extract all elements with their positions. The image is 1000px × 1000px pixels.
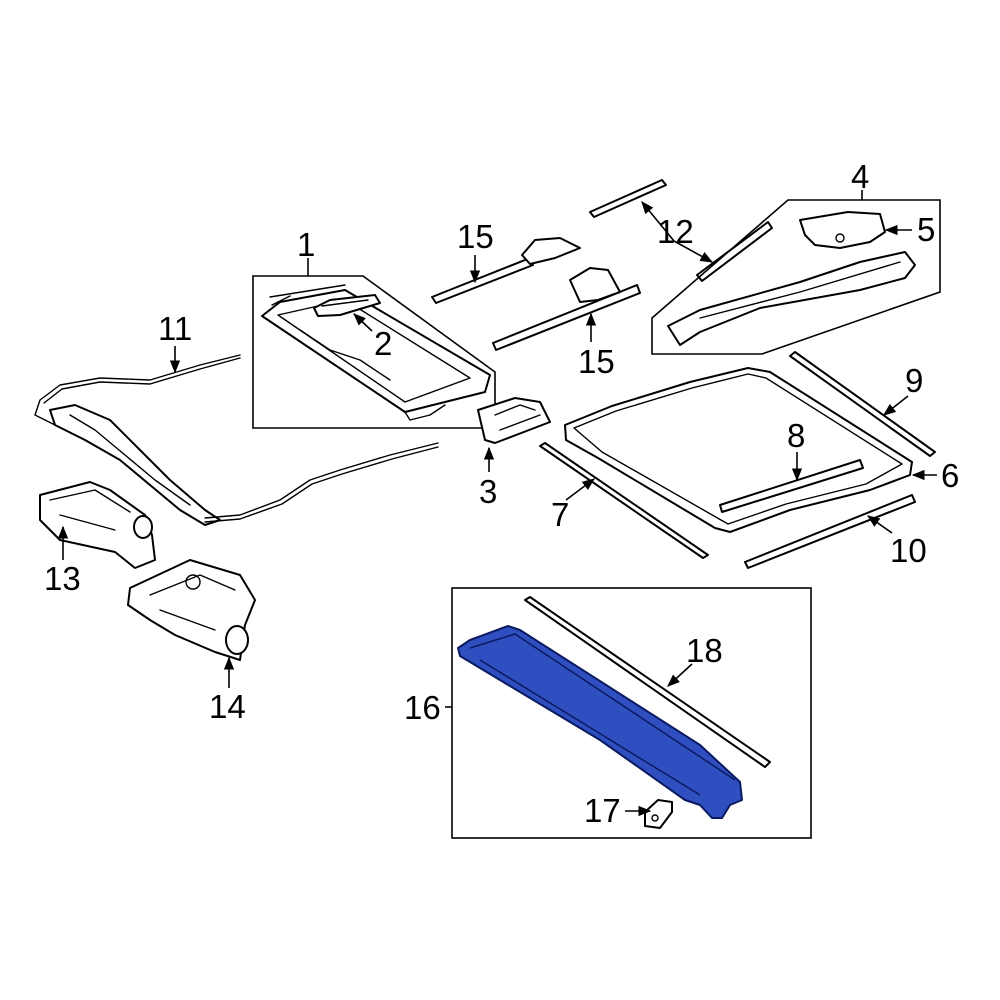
callout-17: 17	[584, 792, 621, 829]
part-9-seal-strip[interactable]	[789, 351, 936, 457]
callout-labels: 1 2 3 4 5 6 7 8 9 10 11 12 13 14 15 15 1…	[44, 158, 959, 829]
part-18-strip[interactable]	[524, 596, 771, 768]
callout-2: 2	[374, 325, 392, 362]
callout-15-lower: 15	[578, 343, 615, 380]
part-14-motor[interactable]	[127, 559, 256, 661]
part-15-guide-upper[interactable]	[431, 237, 581, 304]
callout-5: 5	[917, 211, 935, 248]
callout-12: 12	[657, 213, 694, 250]
callout-6: 6	[941, 457, 959, 494]
callout-8: 8	[787, 417, 805, 454]
part-2-seal[interactable]	[313, 294, 381, 317]
callout-14: 14	[209, 688, 246, 725]
part-7-seal-strip[interactable]	[539, 442, 709, 559]
part-5-slider[interactable]	[799, 211, 886, 249]
callout-3: 3	[479, 473, 497, 510]
callout-10: 10	[890, 532, 927, 569]
part-12-strips[interactable]	[589, 179, 773, 282]
callout-16: 16	[404, 689, 441, 726]
callout-15-upper: 15	[457, 218, 494, 255]
callout-9: 9	[905, 362, 923, 399]
callout-11: 11	[158, 310, 192, 347]
part-16-sunshade-assembly[interactable]	[451, 587, 812, 839]
part-10-seal-strip[interactable]	[744, 494, 916, 569]
part-13-motor[interactable]	[39, 481, 156, 569]
part-17-clip[interactable]	[644, 799, 673, 829]
callout-1: 1	[297, 226, 315, 263]
part-11-drive-cable[interactable]	[34, 354, 439, 526]
part-3-bracket[interactable]	[477, 397, 551, 444]
part-6-glass-panel[interactable]	[564, 367, 913, 533]
callout-18: 18	[686, 632, 723, 669]
callout-13: 13	[44, 560, 81, 597]
leader-lines	[57, 190, 937, 817]
callout-4: 4	[851, 158, 869, 195]
part-4-rail-assembly[interactable]	[651, 199, 941, 355]
callout-7: 7	[551, 496, 569, 533]
part-15-guide-lower[interactable]	[492, 267, 641, 351]
part-8-strip[interactable]	[719, 459, 864, 513]
